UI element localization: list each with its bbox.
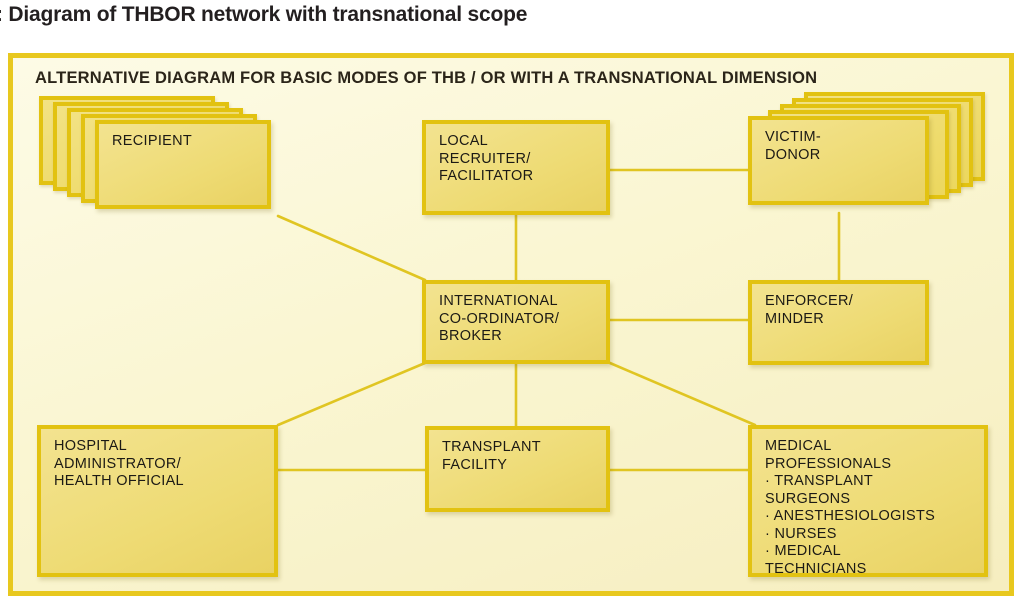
node-enforcer[interactable]: ENFORCER/ MINDER: [748, 280, 929, 365]
node-recipient-label: RECIPIENT: [112, 133, 193, 149]
edge-broker-medical: [608, 361, 757, 427]
edge-broker-hospital: [276, 361, 427, 427]
node-medical-professionals-label: MEDICAL PROFESSIONALS: [765, 438, 892, 472]
node-broker[interactable]: INTERNATIONAL CO-ORDINATOR/ BROKER: [422, 280, 610, 364]
figure-caption: : Diagram of THBOR network with transnat…: [0, 3, 528, 26]
node-local-recruiter-label: LOCAL RECRUITER/ FACILITATOR: [439, 133, 534, 184]
connector-layer: [276, 168, 841, 472]
node-recipient[interactable]: RECIPIENT: [95, 120, 271, 209]
diagram-figure: ALTERNATIVE DIAGRAM FOR BASIC MODES OF T…: [8, 53, 1014, 596]
node-hospital[interactable]: HOSPITAL ADMINISTRATOR/ HEALTH OFFICIAL: [37, 425, 278, 577]
node-medical-professionals-bullets: · TRANSPLANT SURGEONS · ANESTHESIOLOGIST…: [765, 473, 936, 577]
diagram-title: ALTERNATIVE DIAGRAM FOR BASIC MODES OF T…: [35, 69, 818, 87]
node-local-recruiter[interactable]: LOCAL RECRUITER/ FACILITATOR: [422, 120, 610, 215]
node-hospital-label: HOSPITAL ADMINISTRATOR/ HEALTH OFFICIAL: [54, 438, 184, 489]
node-medical-professionals[interactable]: MEDICAL PROFESSIONALS · TRANSPLANT SURGE…: [748, 425, 988, 577]
node-transplant-facility[interactable]: TRANSPLANT FACILITY: [425, 426, 610, 512]
node-victim-donor[interactable]: VICTIM- DONOR: [748, 116, 929, 205]
node-enforcer-label: ENFORCER/ MINDER: [765, 293, 854, 327]
node-transplant-facility-label: TRANSPLANT FACILITY: [442, 439, 541, 473]
node-victim-donor-label: VICTIM- DONOR: [765, 129, 822, 163]
node-broker-label: INTERNATIONAL CO-ORDINATOR/ BROKER: [439, 293, 560, 344]
edge-recipient-broker: [276, 214, 427, 282]
